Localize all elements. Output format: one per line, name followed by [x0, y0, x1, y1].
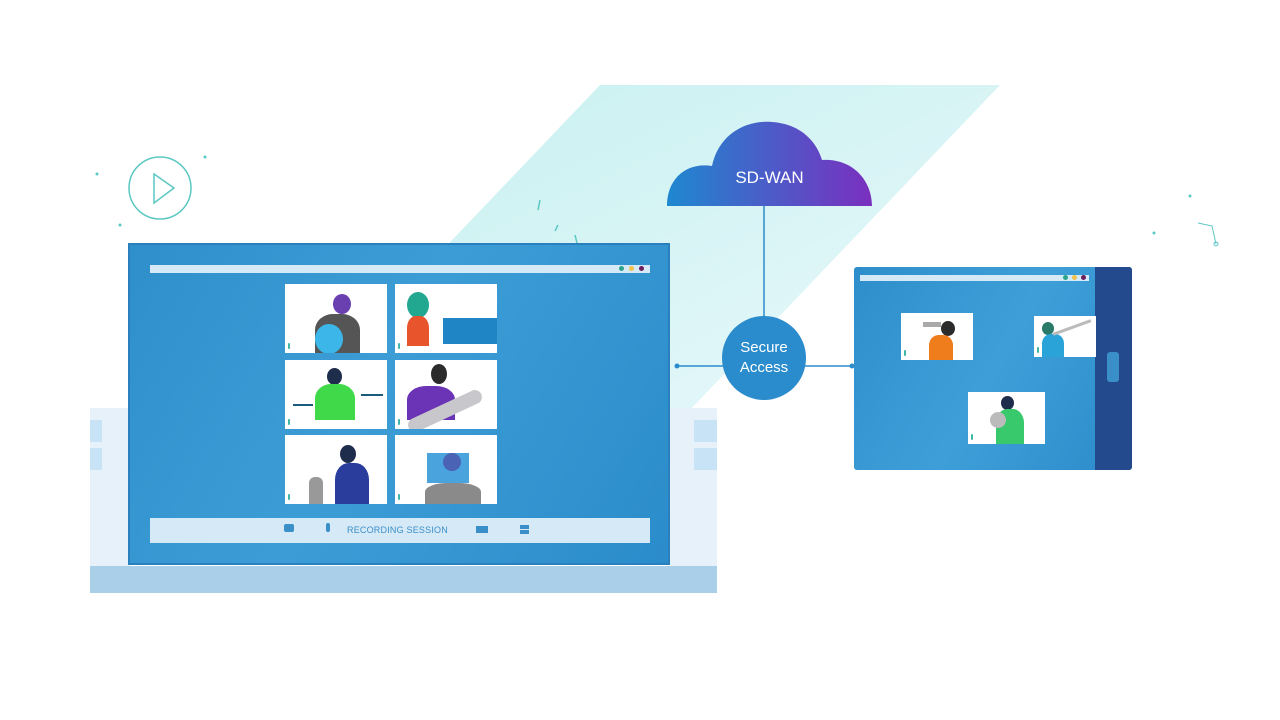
participant-tile-trumpeter[interactable] [901, 313, 973, 360]
call-toolbar: RECORDING SESSION [150, 518, 650, 543]
microphone-icon[interactable] [326, 523, 330, 532]
sd-wan-label: SD-WAN [735, 168, 804, 187]
participant-tile-pianist[interactable] [395, 284, 497, 353]
chat-icon[interactable] [284, 524, 294, 532]
secure-label: Secure [740, 339, 788, 356]
participant-tile-french-horn-player[interactable] [968, 392, 1045, 444]
video-camera-icon[interactable] [476, 526, 488, 533]
tablet [854, 267, 1132, 470]
play-icon [128, 156, 192, 220]
recording-session-label: RECORDING SESSION [347, 525, 448, 535]
access-label: Access [739, 359, 789, 376]
participant-tile-guitarist[interactable] [395, 360, 497, 429]
participant-tile-trombonist[interactable] [1034, 316, 1096, 357]
laptop-base-bar [90, 566, 717, 593]
grid-icon[interactable] [520, 525, 529, 534]
browser-bar [150, 265, 650, 273]
sd-wan-cloud: SD-WAN [667, 118, 872, 210]
secure-access-node: Secure Access [722, 316, 806, 400]
tablet-browser-bar [860, 275, 1089, 281]
tablet-home-button[interactable] [1107, 352, 1119, 382]
participant-tile-singer[interactable] [285, 435, 387, 504]
participant-tile-bassist[interactable] [285, 284, 387, 353]
laptop-base-right [670, 408, 717, 568]
laptop-base-left [90, 408, 130, 568]
participant-tile-drummer[interactable] [285, 360, 387, 429]
participant-tile-producer[interactable] [395, 435, 497, 504]
